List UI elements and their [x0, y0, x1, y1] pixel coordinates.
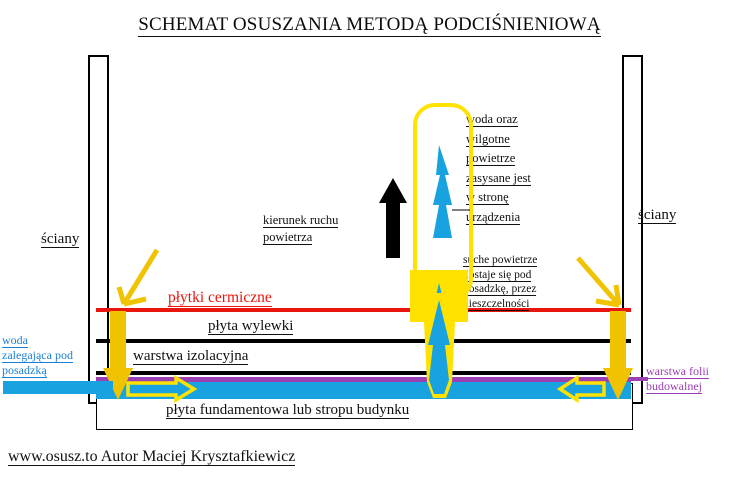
label-foundation-slab-text: płyta fundamentowa lub stropu budynku [166, 402, 410, 419]
note-suction: woda oraz wilgotne powietrze zasysane je… [466, 110, 531, 227]
label-foundation-slab: płyta fundamentowa lub stropu budynku [166, 402, 410, 419]
air-direction-arrow [379, 178, 407, 258]
note-suction-line-4: zasysane jest [466, 170, 531, 186]
right-vertical-arrow [603, 311, 633, 400]
note-standing-water: woda zalegająca pod posadzką [2, 333, 73, 378]
note-suction-line-3: powietrze [466, 151, 516, 166]
layer-building-foil [96, 377, 631, 382]
layer-standing-water [96, 382, 631, 399]
note-dry-air-line-4: nieszczelności [463, 297, 530, 311]
water-stub-left [3, 381, 113, 394]
layer-screed-line [96, 339, 631, 343]
note-air-direction-line-2: powietrza [263, 230, 313, 245]
note-building-foil-line-2: budowalnej [646, 379, 702, 394]
note-standing-water-line-3: posadzką [2, 363, 47, 378]
label-ceramic-tiles-text: płytki cermiczne [168, 289, 272, 307]
credit-text: www.osusz.to Autor Maciej Krysztafkiewic… [8, 448, 296, 466]
note-building-foil: warstwa folii budowalnej [646, 364, 709, 394]
note-building-foil-line-1: warstwa folii [646, 364, 709, 379]
device-shaft-core [428, 300, 450, 394]
note-air-direction-line-1: kierunek ruchu [263, 213, 339, 228]
right-diagonal-arrow [576, 256, 622, 308]
credit-line: www.osusz.to Autor Maciej Krysztafkiewic… [8, 448, 296, 466]
note-suction-line-5: w stronę [466, 190, 509, 205]
note-air-direction: kierunek ruchu powietrza [263, 212, 339, 246]
label-ceramic-tiles: płytki cermiczne [168, 289, 272, 307]
caption-wall-left: ściany [41, 231, 80, 248]
label-screed: płyta wylewki [208, 318, 294, 335]
note-dry-air-line-1: suche powietrze [463, 254, 538, 267]
note-suction-line-1: woda oraz [466, 112, 518, 127]
page-title-text: SCHEMAT OSUSZANIA METODĄ PODCIŚNIENIOWĄ [138, 14, 601, 37]
underfloor-flow-arrow-left [556, 374, 606, 404]
page-title: SCHEMAT OSUSZANIA METODĄ PODCIŚNIENIOWĄ [0, 14, 739, 37]
underfloor-flow-arrow-right [126, 374, 198, 404]
blue-suction-arrow-upper [433, 145, 452, 238]
caption-wall-right-text: ściany [638, 207, 677, 224]
layer-insulation-line [96, 371, 631, 375]
label-insulation-text: warstwa izolacyjna [133, 348, 249, 365]
note-dry-air-line-2: dostaje się pod [463, 268, 532, 282]
label-screed-text: płyta wylewki [208, 318, 294, 335]
caption-wall-right: ściany [638, 207, 677, 224]
note-standing-water-line-1: woda [2, 333, 28, 348]
note-suction-line-2: wilgotne [466, 131, 510, 147]
layer-ceramic-tiles [96, 308, 631, 312]
note-dry-air: suche powietrze dostaje się pod posadzkę… [463, 253, 538, 311]
note-suction-line-6: urządzenia [466, 209, 521, 225]
left-vertical-arrow [103, 311, 133, 400]
note-dry-air-line-3: posadzkę, przez [463, 283, 537, 296]
note-standing-water-line-2: zalegająca pod [2, 348, 73, 363]
label-insulation: warstwa izolacyjna [133, 348, 249, 365]
left-diagonal-arrow [116, 248, 160, 307]
caption-wall-left-text: ściany [41, 231, 80, 248]
